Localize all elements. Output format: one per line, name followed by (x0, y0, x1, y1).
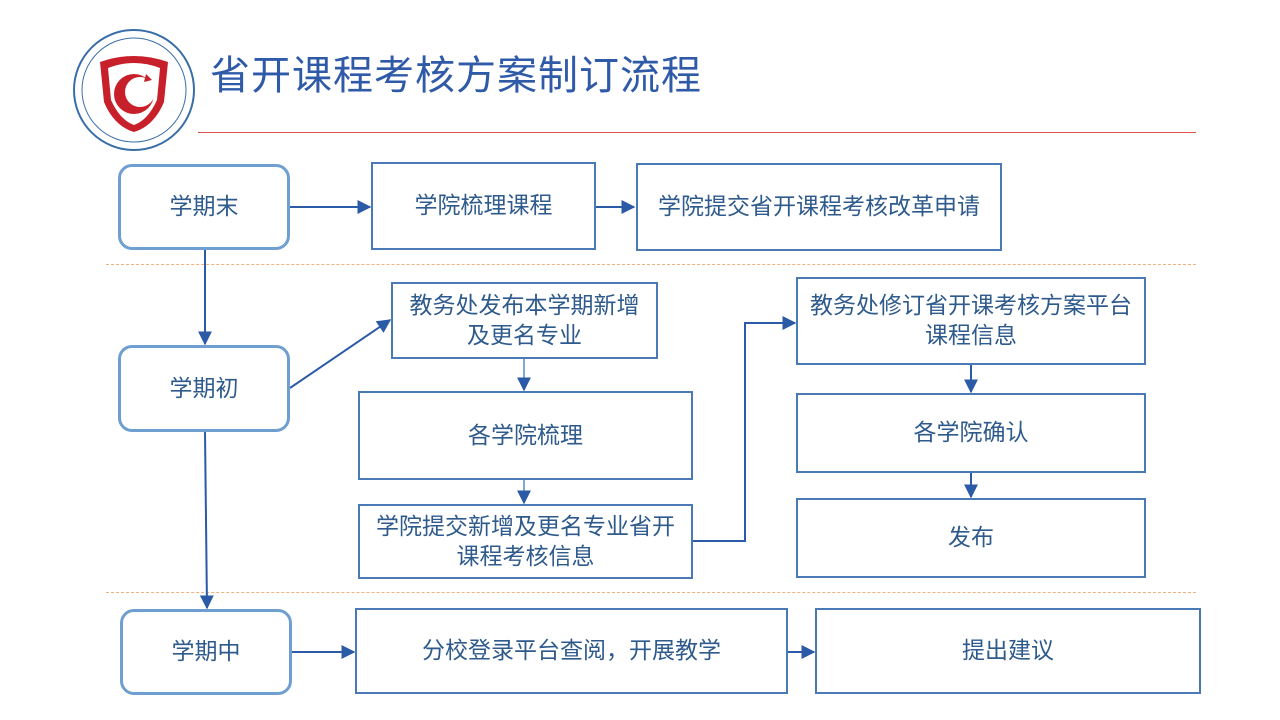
arrow-submit-info-to-revise (693, 316, 797, 542)
step-colleges-sort: 各学院梳理 (358, 391, 693, 480)
step-suggest: 提出建议 (815, 608, 1201, 694)
page-title: 省开课程考核方案制订流程 (210, 53, 702, 99)
step-college-submit-reform: 学院提交省开课程考核改革申请 (636, 163, 1002, 251)
step-branch-view: 分校登录平台查阅，开展教学 (355, 608, 788, 694)
university-logo (73, 29, 195, 151)
step-publish: 发布 (796, 498, 1146, 578)
phase-separator (106, 264, 1196, 265)
phase-separator (106, 592, 1196, 593)
phase-term-end: 学期末 (118, 164, 290, 250)
phase-term-mid: 学期中 (120, 609, 292, 695)
step-office-revise-platform: 教务处修订省开课考核方案平台课程信息 (796, 277, 1146, 365)
arrow-start-to-publish-majors (289, 319, 392, 389)
step-colleges-confirm: 各学院确认 (796, 393, 1146, 473)
step-college-sort-courses: 学院梳理课程 (371, 162, 596, 250)
arrow-start-to-mid (199, 431, 214, 610)
step-college-submit-info: 学院提交新增及更名专业省开课程考核信息 (358, 504, 693, 579)
step-office-publish-majors: 教务处发布本学期新增及更名专业 (391, 282, 658, 359)
title-underline (198, 132, 1196, 133)
phase-term-start: 学期初 (118, 345, 290, 432)
